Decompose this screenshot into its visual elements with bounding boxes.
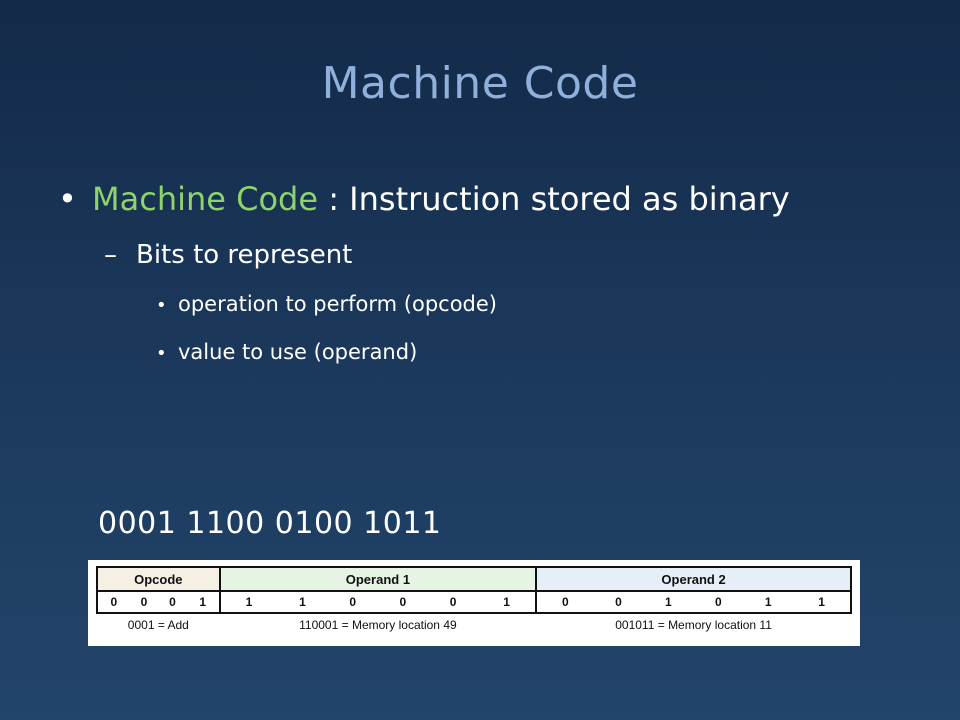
bit-cell: 1 xyxy=(643,590,694,614)
bit-cell: 1 xyxy=(793,590,852,614)
header-operand1: Operand 1 xyxy=(218,566,538,592)
bullet-bits: –Bits to represent xyxy=(104,240,352,270)
bullet1-text: : Instruction stored as binary xyxy=(318,180,790,218)
bullet3a-text: operation to perform (opcode) xyxy=(178,292,497,316)
caption-operand2: 001011 = Memory location 11 xyxy=(615,618,772,632)
table-caption-row: 0001 = Add 110001 = Memory location 49 0… xyxy=(97,613,851,636)
caption-opcode: 0001 = Add xyxy=(127,618,189,632)
bit-cell: 0 xyxy=(377,590,428,614)
term-machine-code: Machine Code xyxy=(92,180,319,218)
binary-instruction: 0001 1100 0100 1011 xyxy=(98,506,442,541)
bit-cell: 0 xyxy=(693,590,744,614)
bullet2-text: Bits to represent xyxy=(136,240,353,270)
bit-cell: 1 xyxy=(186,590,221,614)
bit-cell: 1 xyxy=(219,590,278,614)
table-header-row: Opcode Operand 1 Operand 2 xyxy=(96,566,852,592)
bullet-dot-icon: • xyxy=(156,295,167,316)
instruction-table: Opcode Operand 1 Operand 2 0 0 0 1 1 1 0… xyxy=(96,566,852,636)
bit-cell: 1 xyxy=(478,590,538,614)
bit-cell: 0 xyxy=(129,590,159,614)
slide-title: Machine Code xyxy=(321,58,639,109)
bullet-dot-icon: • xyxy=(58,180,77,218)
bullet-opcode: • operation to perform (opcode) xyxy=(156,292,497,316)
bit-cell: 0 xyxy=(96,590,130,614)
bullet-dot-icon: • xyxy=(156,343,167,364)
bullet3b-text: value to use (operand) xyxy=(178,340,418,364)
bit-cell: 0 xyxy=(593,590,644,614)
bullet-operand: • value to use (operand) xyxy=(156,340,417,364)
bit-cell: 0 xyxy=(327,590,378,614)
table-bits-row: 0 0 0 1 1 1 0 0 0 1 0 0 1 0 1 1 xyxy=(96,590,852,614)
header-operand2: Operand 2 xyxy=(535,566,852,592)
header-opcode: Opcode xyxy=(96,566,221,592)
bit-cell: 1 xyxy=(743,590,794,614)
dash-icon: – xyxy=(104,240,117,270)
bit-cell: 0 xyxy=(158,590,187,614)
bit-cell: 0 xyxy=(536,590,594,614)
instruction-format-table: Opcode Operand 1 Operand 2 0 0 0 1 1 1 0… xyxy=(88,560,860,646)
caption-operand1: 110001 = Memory location 49 xyxy=(299,618,457,632)
bit-cell: 0 xyxy=(427,590,479,614)
bullet-machine-code: • Machine Code : Instruction stored as bi… xyxy=(58,180,790,218)
bit-cell: 1 xyxy=(277,590,328,614)
